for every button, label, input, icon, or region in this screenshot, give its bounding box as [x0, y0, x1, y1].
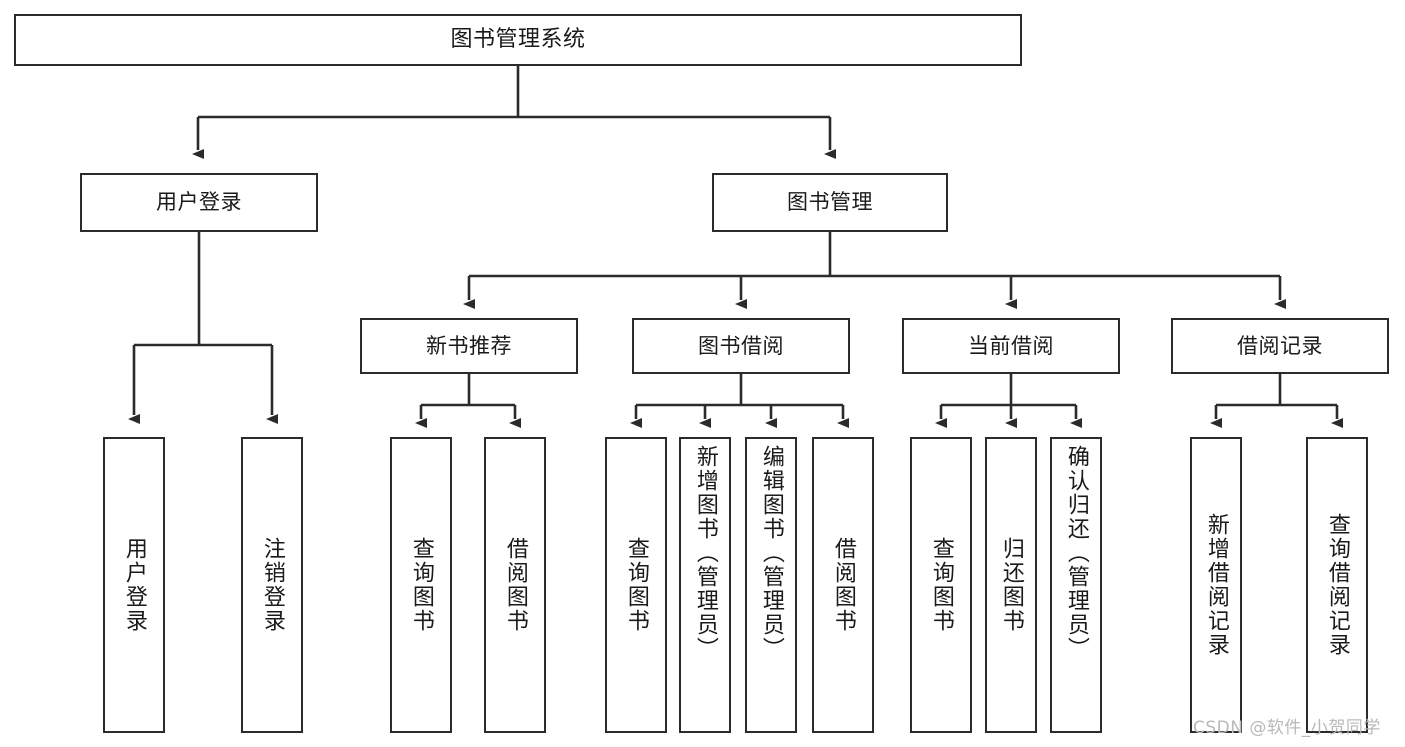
node-borrow-records[interactable]: 借阅记录: [1171, 318, 1389, 374]
leaf-new-borrow-book[interactable]: 借阅图书: [484, 437, 546, 733]
node-current-borrow[interactable]: 当前借阅: [902, 318, 1120, 374]
node-new-book-recommend[interactable]: 新书推荐: [360, 318, 578, 374]
leaf-user-login[interactable]: 用户登录: [103, 437, 165, 733]
leaf-add-book-admin[interactable]: 新增图书（管理员）: [679, 437, 731, 733]
leaf-confirm-return-admin-label: 确认归还（管理员）: [1063, 445, 1089, 661]
node-borrow-records-label: 借阅记录: [1237, 333, 1323, 358]
leaf-new-query-book-label: 查询图书: [408, 537, 434, 633]
node-book-management-label: 图书管理: [787, 190, 873, 215]
leaf-add-book-admin-label: 新增图书（管理员）: [692, 445, 718, 661]
node-root-label: 图书管理系统: [450, 27, 586, 53]
leaf-new-query-book[interactable]: 查询图书: [390, 437, 452, 733]
leaf-add-borrow-record[interactable]: 新增借阅记录: [1190, 437, 1242, 733]
leaf-borrow-book-label: 借阅图书: [830, 537, 856, 633]
leaf-confirm-return-admin[interactable]: 确认归还（管理员）: [1050, 437, 1102, 733]
leaf-edit-book-admin-label: 编辑图书（管理员）: [758, 445, 784, 661]
leaf-return-book-label: 归还图书: [998, 537, 1024, 633]
leaf-add-borrow-record-label: 新增借阅记录: [1203, 513, 1229, 657]
leaf-logout[interactable]: 注销登录: [241, 437, 303, 733]
node-book-borrow-label: 图书借阅: [698, 333, 784, 358]
node-user-login-label: 用户登录: [156, 190, 242, 215]
leaf-borrow-query-book-label: 查询图书: [623, 537, 649, 633]
leaf-query-borrow-record-label: 查询借阅记录: [1324, 513, 1350, 657]
csdn-watermark: CSDN @软件_小贺同学: [1193, 718, 1381, 738]
leaf-edit-book-admin[interactable]: 编辑图书（管理员）: [745, 437, 797, 733]
leaf-user-login-label: 用户登录: [121, 537, 147, 633]
node-new-book-recommend-label: 新书推荐: [426, 333, 512, 358]
node-current-borrow-label: 当前借阅: [968, 333, 1054, 358]
node-user-login[interactable]: 用户登录: [80, 173, 318, 232]
node-book-management[interactable]: 图书管理: [712, 173, 948, 232]
leaf-logout-label: 注销登录: [259, 537, 285, 633]
leaf-return-book[interactable]: 归还图书: [985, 437, 1037, 733]
leaf-query-borrow-record[interactable]: 查询借阅记录: [1306, 437, 1368, 733]
leaf-current-query-book-label: 查询图书: [928, 537, 954, 633]
node-root[interactable]: 图书管理系统: [14, 14, 1022, 66]
node-book-borrow[interactable]: 图书借阅: [632, 318, 850, 374]
leaf-borrow-book[interactable]: 借阅图书: [812, 437, 874, 733]
leaf-current-query-book[interactable]: 查询图书: [910, 437, 972, 733]
leaf-borrow-query-book[interactable]: 查询图书: [605, 437, 667, 733]
leaf-new-borrow-book-label: 借阅图书: [502, 537, 528, 633]
